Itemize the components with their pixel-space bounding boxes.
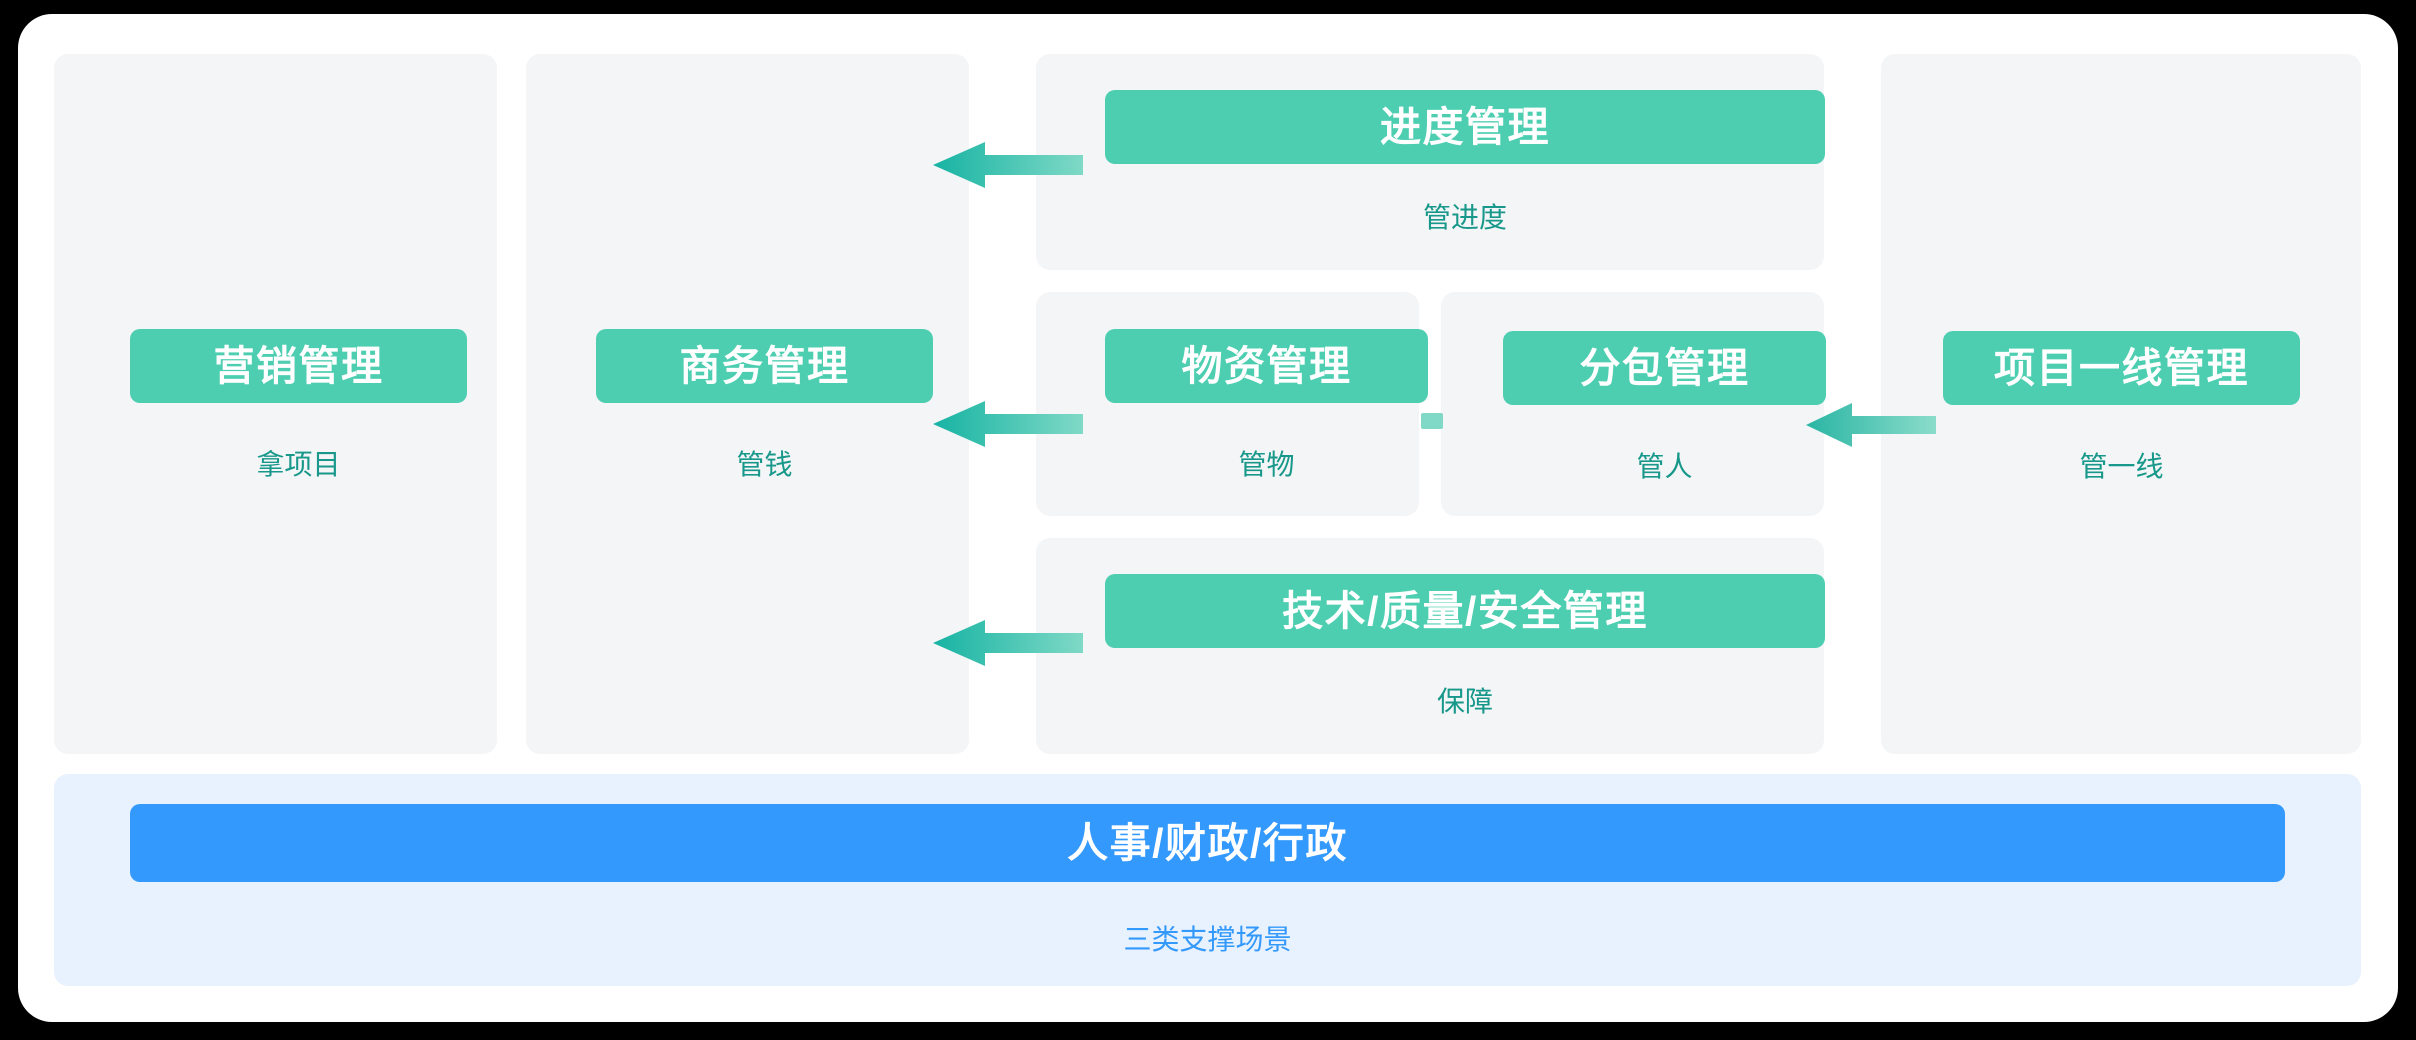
support-band-caption: 三类支撑场景 <box>130 926 2285 954</box>
screenshot-frame: 营销管理 拿项目 商务管理 管钱 进度管理 管进度 <box>18 14 2398 1022</box>
caption-tech-quality-safety: 保障 <box>1105 688 1825 716</box>
pill-frontline-management[interactable]: 项目一线管理 <box>1943 331 2300 405</box>
support-bar-label: 人事/财政/行政 <box>1067 819 1348 866</box>
caption-text-frontline: 管一线 <box>2079 451 2164 482</box>
connector-nub-materials-subcontract <box>1421 413 1443 429</box>
caption-text-commerce: 管钱 <box>736 449 793 480</box>
caption-frontline: 管一线 <box>1943 453 2300 481</box>
pill-label-subcontract: 分包管理 <box>1579 344 1750 391</box>
pill-schedule-management[interactable]: 进度管理 <box>1105 90 1825 164</box>
arrow-frontline-to-subcontract-icon <box>1806 403 1936 447</box>
arrow-materials-to-commerce-icon <box>933 401 1083 447</box>
caption-marketing: 拿项目 <box>130 451 467 479</box>
caption-materials: 管物 <box>1105 451 1428 479</box>
card-panel-materials <box>1036 292 1419 516</box>
pill-label-marketing: 营销管理 <box>213 342 384 389</box>
column-panel-marketing <box>54 54 497 754</box>
caption-commerce: 管钱 <box>596 451 933 479</box>
pill-tech-quality-safety-management[interactable]: 技术/质量/安全管理 <box>1105 574 1825 648</box>
pill-label-tech-quality-safety: 技术/质量/安全管理 <box>1282 587 1648 634</box>
pill-subcontract-management[interactable]: 分包管理 <box>1503 331 1826 405</box>
caption-text-schedule: 管进度 <box>1422 202 1507 233</box>
arrow-tech-to-commerce-icon <box>933 620 1083 666</box>
arrow-schedule-to-commerce-icon <box>933 142 1083 188</box>
pill-label-commerce: 商务管理 <box>679 342 850 389</box>
caption-text-subcontract: 管人 <box>1636 451 1693 482</box>
caption-subcontract: 管人 <box>1503 453 1826 481</box>
caption-schedule: 管进度 <box>1105 204 1825 232</box>
pill-commerce-management[interactable]: 商务管理 <box>596 329 933 403</box>
pill-label-frontline: 项目一线管理 <box>1994 344 2249 391</box>
pill-marketing-management[interactable]: 营销管理 <box>130 329 467 403</box>
caption-text-materials: 管物 <box>1238 449 1295 480</box>
pill-label-materials: 物资管理 <box>1181 342 1352 389</box>
pill-label-schedule: 进度管理 <box>1380 103 1550 150</box>
caption-text-marketing: 拿项目 <box>256 449 341 480</box>
support-bar-hr-finance-admin[interactable]: 人事/财政/行政 <box>130 804 2285 882</box>
pill-materials-management[interactable]: 物资管理 <box>1105 329 1428 403</box>
caption-text-tech-quality-safety: 保障 <box>1436 686 1493 717</box>
management-scene-diagram: 营销管理 拿项目 商务管理 管钱 进度管理 管进度 <box>18 14 2398 1022</box>
support-band-caption-text: 三类支撑场景 <box>1123 924 1292 955</box>
column-panel-commerce <box>526 54 969 754</box>
